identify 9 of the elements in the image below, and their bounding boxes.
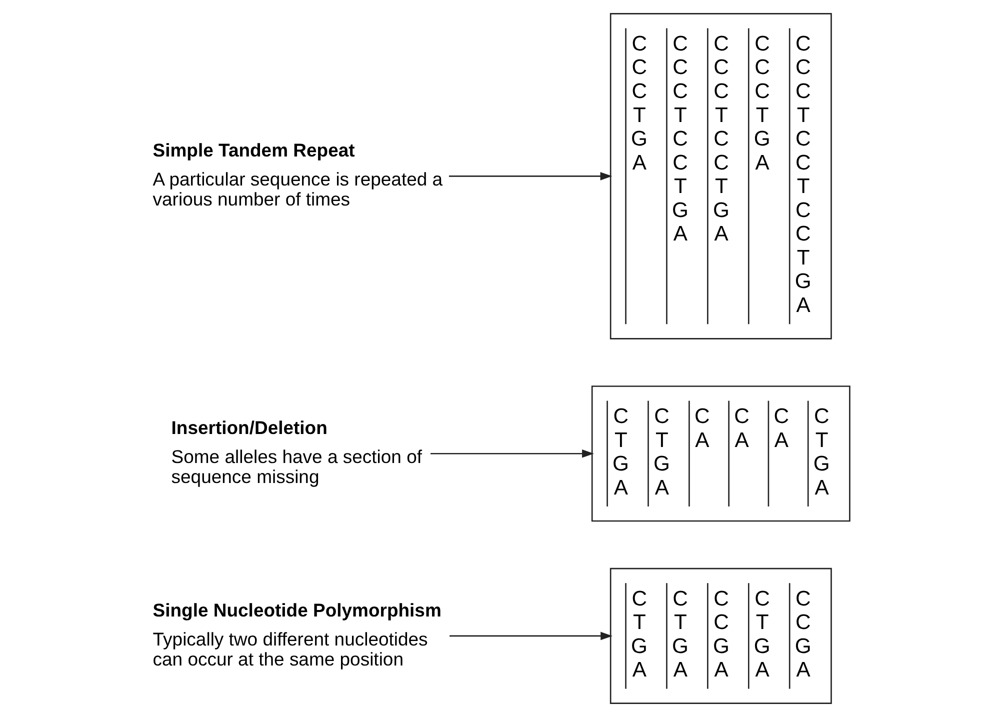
node-box: C T G A C T G A C C G A C T G A C C G A [610, 568, 832, 704]
arrow [448, 172, 612, 180]
node-text: Insertion/Deletion Some alleles have a section of sequence missing [171, 417, 422, 487]
arrow [430, 449, 594, 458]
node-text: Simple Tandem Repeat A particular sequence is repeated a various number of times [152, 140, 443, 210]
node-box: C T G A C T G A C A C A C A C T G A [591, 386, 850, 522]
arrow [450, 632, 612, 640]
node-text: Single Nucleotide Polymorphism Typically two different nucleotides can occur at the same position [152, 599, 442, 670]
node-box: C C C T G A C C C T C C T G A C C C T C C T G A C C C T G A C C C T C C T C C T G A [610, 13, 832, 340]
